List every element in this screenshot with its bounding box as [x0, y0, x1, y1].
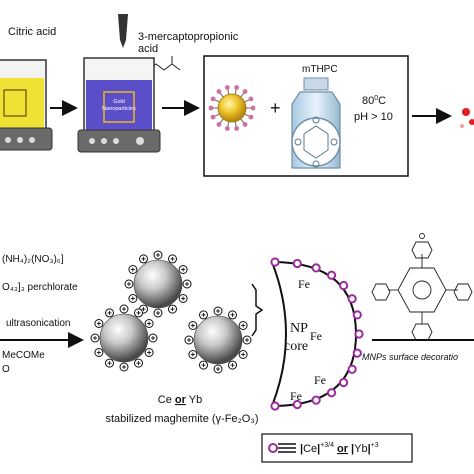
gold-core: [217, 93, 247, 123]
legend-ligand-icon: [268, 443, 296, 453]
ligand-head: [224, 126, 230, 131]
ligand-head: [250, 105, 256, 111]
maghemite-core: [193, 315, 243, 365]
ligand-head: [248, 96, 254, 102]
fe-label-4: Fe: [290, 389, 302, 403]
mpa-label-line1: 3-mercaptopropionic: [138, 31, 239, 43]
core-ligand: [292, 399, 302, 410]
reagent-2: O₄₃]₃ perchlorate: [2, 282, 78, 293]
core-ligand: [338, 377, 349, 388]
maghemite-nanoparticles: [90, 250, 252, 374]
core-ligand: [352, 348, 362, 358]
core-ligand: [326, 270, 337, 280]
temperature-label: 800C: [362, 95, 386, 107]
mpa-label-line2: acid: [138, 43, 158, 55]
reagent-3: MeCOMe: [2, 350, 45, 361]
ligand-head: [210, 96, 216, 102]
ligand-head: [242, 122, 248, 127]
stabilized-line1: Ce or Yb: [158, 394, 202, 406]
pipette-icon: [118, 14, 128, 48]
core-ligand: [354, 329, 364, 339]
fe-label-2: Fe: [310, 329, 322, 343]
mnps-label: MNPs surface decoratio: [362, 352, 458, 362]
core-ligand: [338, 280, 349, 291]
core-ligand: [292, 258, 302, 269]
ligand-head: [234, 126, 240, 131]
product-dot: [462, 108, 470, 116]
fe-label-3: Fe: [314, 373, 326, 387]
gold-nanoparticle: [208, 85, 256, 131]
core-label: core: [284, 339, 308, 354]
ligand-head: [234, 85, 240, 90]
beaker-1: [0, 59, 53, 151]
maghemite-core: [133, 259, 183, 309]
ligand-head: [216, 122, 222, 127]
product-dot: [460, 124, 464, 128]
fe-label-1: Fe: [298, 277, 310, 291]
mthpc-label: mTHPC: [302, 64, 338, 75]
ligand-head: [210, 114, 216, 120]
stabilized-line2: stabilized maghemite (γ-Fe₂O₃): [105, 413, 258, 425]
legend-box: [261, 433, 413, 463]
core-ligand: [326, 388, 337, 398]
beaker-2: Gold Nanoparticles: [77, 57, 161, 153]
core-ligand: [311, 263, 321, 273]
ligand-head: [248, 114, 254, 120]
ultrasonication-label: ultrasonication: [6, 318, 70, 329]
core-ligands: [270, 257, 364, 411]
beaker-label-line1: Gold: [113, 99, 125, 105]
np-label: NP: [290, 321, 308, 336]
ligand-head: [242, 89, 248, 94]
core-ligand: [311, 395, 321, 405]
ligand-head: [208, 105, 214, 111]
mthpc-vial: [291, 77, 341, 169]
porphyrin-structure: [371, 233, 473, 341]
beaker-label-line2: Nanoparticles: [102, 106, 136, 112]
reagent-1: (NH₄)₂(NO₃)₆]: [2, 254, 64, 265]
ph-label: pH > 10: [354, 111, 393, 123]
reagent-4: O: [2, 364, 10, 375]
ligand-head: [216, 89, 222, 94]
core-ligand: [352, 310, 362, 320]
maghemite-core: [99, 313, 149, 363]
core-ligand: [270, 257, 280, 267]
product-dot: [469, 119, 474, 125]
citric-acid-label: Citric acid: [8, 26, 56, 38]
ligand-head: [224, 85, 230, 90]
core-ligand: [347, 294, 357, 304]
core-ligand: [347, 364, 357, 374]
plus-sign: +: [270, 98, 281, 118]
bracket: [251, 283, 264, 337]
core-ligand: [270, 401, 280, 411]
